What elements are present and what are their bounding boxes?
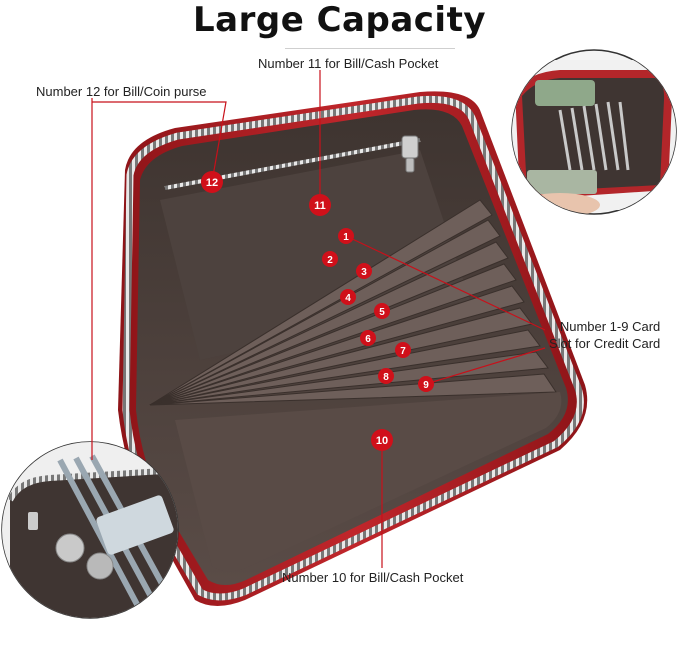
svg-text:10: 10 bbox=[376, 435, 388, 447]
svg-text:8: 8 bbox=[383, 372, 389, 383]
svg-text:2: 2 bbox=[327, 255, 333, 266]
marker-7: 7 bbox=[395, 342, 411, 358]
marker-8: 8 bbox=[378, 368, 394, 384]
page-title: Large Capacity bbox=[192, 0, 486, 40]
marker-3: 3 bbox=[356, 263, 372, 279]
svg-text:7: 7 bbox=[400, 346, 406, 357]
marker-12: 12 bbox=[201, 171, 223, 193]
svg-text:6: 6 bbox=[365, 334, 371, 345]
number-markers: 1 2 3 4 5 6 7 8 9 10 11 12 bbox=[201, 171, 434, 451]
caption-bill-cash-10: Number 10 for Bill/Cash Pocket bbox=[282, 570, 464, 585]
caption-card-slots-line1: Number 1-9 Card bbox=[559, 319, 661, 334]
marker-11: 11 bbox=[309, 194, 331, 216]
caption-card-slots-line2: Slot for Credit Card bbox=[549, 336, 661, 351]
svg-text:11: 11 bbox=[314, 200, 326, 212]
svg-text:4: 4 bbox=[345, 293, 351, 304]
caption-card-slots: Number 1-9 Card Slot for Credit Card bbox=[549, 318, 660, 352]
caption-bill-cash-11: Number 11 for Bill/Cash Pocket bbox=[258, 56, 439, 71]
title-underline bbox=[285, 48, 455, 49]
caption-coin-12: Number 12 for Bill/Coin purse bbox=[36, 84, 207, 99]
leader-lines bbox=[91, 70, 546, 568]
inset-photo-bills bbox=[511, 49, 677, 215]
svg-text:12: 12 bbox=[206, 177, 218, 189]
wallet-photo bbox=[118, 91, 588, 606]
marker-1: 1 bbox=[338, 228, 354, 244]
marker-6: 6 bbox=[360, 330, 376, 346]
marker-5: 5 bbox=[374, 303, 390, 319]
marker-9: 9 bbox=[418, 376, 434, 392]
marker-2: 2 bbox=[322, 251, 338, 267]
zipper-pull-icon bbox=[401, 135, 419, 173]
svg-text:5: 5 bbox=[379, 307, 385, 318]
inset-photo-coins bbox=[1, 441, 179, 619]
svg-text:1: 1 bbox=[343, 232, 349, 243]
marker-10: 10 bbox=[371, 429, 393, 451]
marker-4: 4 bbox=[340, 289, 356, 305]
svg-text:3: 3 bbox=[361, 267, 367, 278]
svg-text:9: 9 bbox=[423, 380, 429, 391]
